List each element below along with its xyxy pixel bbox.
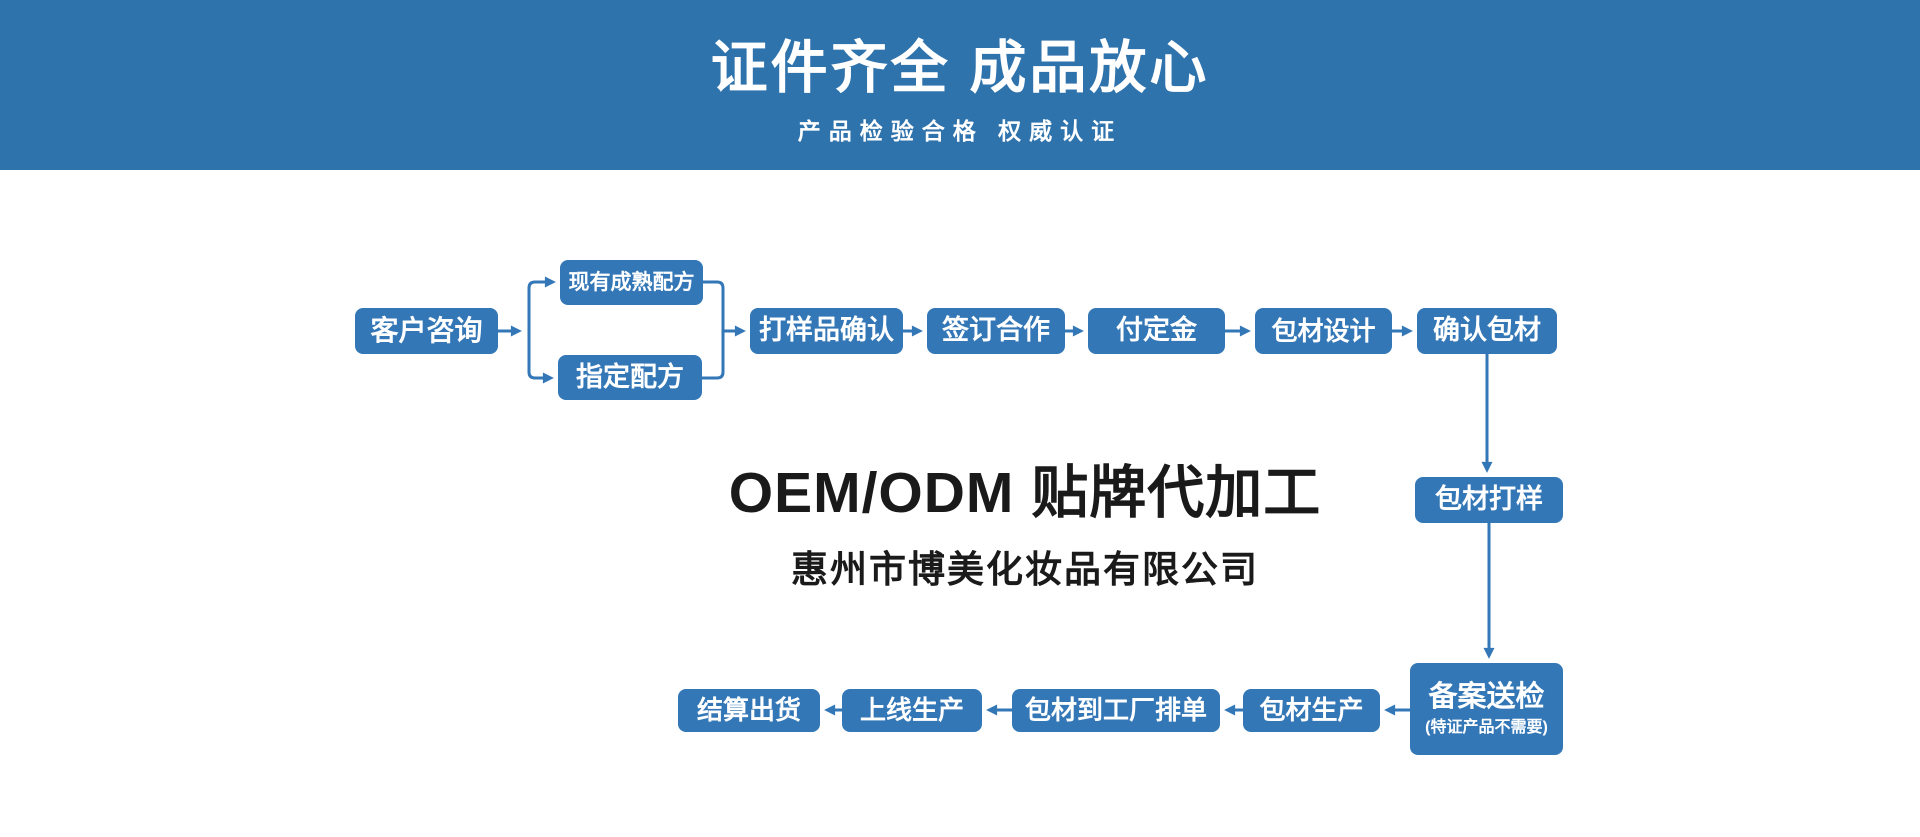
flow-node-label: 确认包材: [1433, 315, 1541, 346]
flow-node-online-production: 上线生产: [842, 689, 982, 732]
flow-node-label: 打样品确认: [759, 315, 894, 346]
flow-node-label: 包材设计: [1271, 315, 1376, 346]
flow-node-sublabel: (特证产品不需要): [1425, 718, 1548, 736]
flow-node-label: 包材生产: [1259, 695, 1364, 726]
flow-node-confirm-packaging: 确认包材: [1417, 308, 1557, 354]
banner-subtitle: 产品检验合格 权威认证: [797, 117, 1123, 144]
flow-node-packaging-design: 包材设计: [1255, 308, 1392, 354]
company-name: 惠州市博美化妆品有限公司: [791, 548, 1259, 590]
flow-node-sample-confirmation: 打样品确认: [750, 308, 903, 354]
flow-node-filing-inspection: 备案送检 (特证产品不需要): [1410, 663, 1563, 755]
flow-node-sign-cooperation: 签订合作: [927, 308, 1065, 354]
oem-odm-title: OEM/ODM 贴牌代加工: [728, 461, 1322, 525]
flow-node-label: 签订合作: [942, 315, 1050, 346]
flow-node-pay-deposit: 付定金: [1088, 308, 1225, 354]
flow-node-label: 包材到工厂排单: [1024, 695, 1207, 726]
flow-node-existing-formula: 现有成熟配方: [560, 260, 703, 305]
flow-node-customer-inquiry: 客户咨询: [355, 308, 498, 354]
flow-node-label: 指定配方: [576, 361, 684, 392]
top-banner: 证件齐全 成品放心 产品检验合格 权威认证: [0, 0, 1920, 170]
banner-title: 证件齐全 成品放心: [710, 36, 1210, 100]
flow-node-packaging-production: 包材生产: [1243, 689, 1380, 732]
center-headline-block: OEM/ODM 贴牌代加工 惠州市博美化妆品有限公司: [703, 462, 1347, 593]
flow-node-label: 付定金: [1116, 315, 1197, 346]
flow-node-label: 结算出货: [696, 695, 801, 726]
flow-node-label: 备案送检: [1428, 680, 1545, 713]
flow-node-packaging-to-factory-scheduling: 包材到工厂排单: [1012, 689, 1220, 732]
flow-node-label: 客户咨询: [370, 314, 483, 346]
flow-node-label: 现有成熟配方: [568, 270, 695, 294]
flow-node-designated-formula: 指定配方: [558, 355, 702, 400]
flow-node-label: 上线生产: [859, 695, 964, 726]
flow-node-label: 包材打样: [1435, 484, 1543, 515]
flow-node-packaging-sample: 包材打样: [1415, 477, 1563, 523]
flow-node-settlement-shipment: 结算出货: [678, 689, 820, 732]
